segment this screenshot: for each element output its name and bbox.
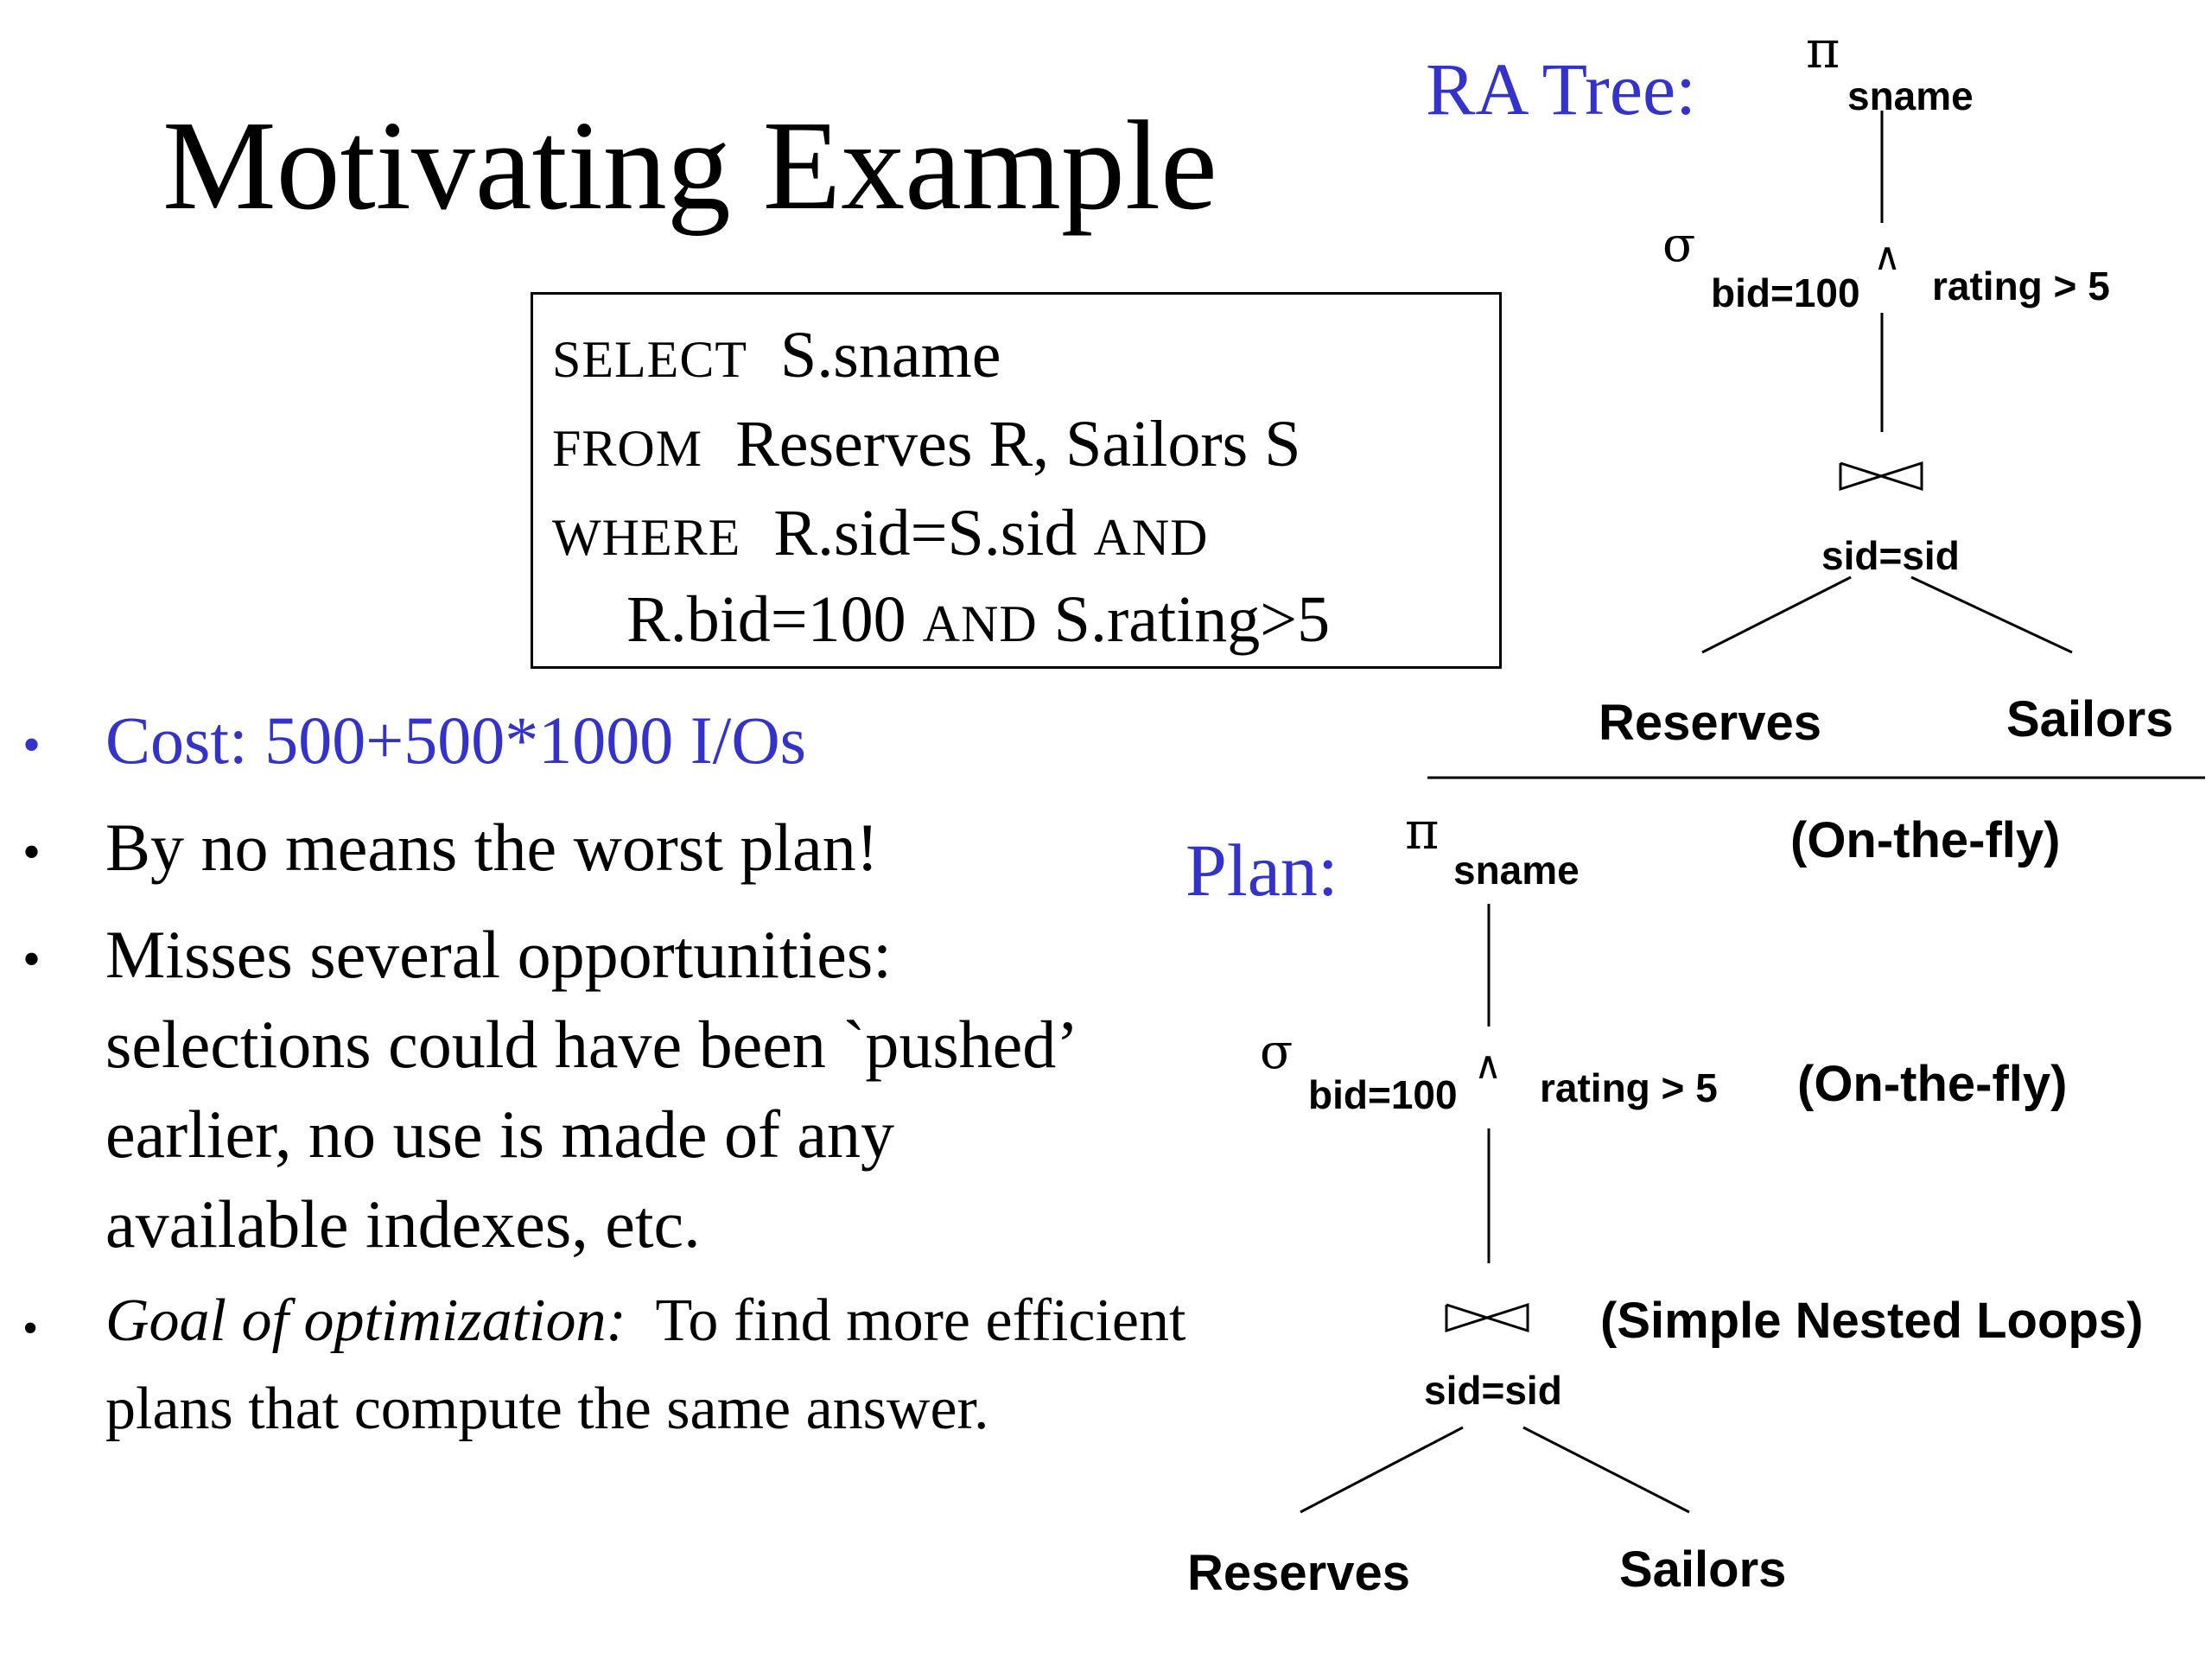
bullet-marker: • xyxy=(22,823,41,880)
plan-join-note: (Simple Nested Loops) xyxy=(1600,1293,2144,1349)
ra-tree-heading: RA Tree: xyxy=(1426,48,1697,130)
ra-leaf-reserves: Reserves xyxy=(1599,695,1821,751)
sql-bid-condition: R.bid=100 xyxy=(626,583,906,656)
plan-edge-join-right xyxy=(1522,1426,1690,1514)
ra-select-symbol: σ xyxy=(1662,217,1696,273)
bullet-misses-line-4: available indexes, etc. xyxy=(105,1186,701,1262)
plan-join-cond: sid=sid xyxy=(1424,1368,1562,1413)
ra-leaf-sailors: Sailors xyxy=(2006,691,2174,747)
bullet-cost: Cost: 500+500*1000 I/Os xyxy=(105,702,807,778)
plan-select-cond-left: bid=100 xyxy=(1308,1072,1458,1117)
plan-heading: Plan: xyxy=(1185,829,1338,912)
ra-and-symbol: ∧ xyxy=(1873,235,1902,279)
bullet-marker: • xyxy=(22,1304,39,1353)
bullet-goal-line-1: Goal of optimization: To find more effic… xyxy=(105,1291,1185,1351)
ra-select-cond-right: rating > 5 xyxy=(1932,264,2110,308)
sql-line-where: WHERE R.sid=S.sid AND xyxy=(552,500,1208,566)
bullet-not-worst: By no means the worst plan! xyxy=(105,810,879,885)
goal-text: To find more efficient xyxy=(626,1287,1186,1354)
bullet-misses-line-2: selections could have been `pushed’ xyxy=(105,1007,1079,1082)
plan-select-symbol: σ xyxy=(1260,1024,1294,1080)
plan-project-note: (On-the-fly) xyxy=(1790,812,2061,868)
sql-line-from: FROM Reserves R, Sailors S xyxy=(552,411,1301,477)
plan-project-attr: sname xyxy=(1453,848,1580,893)
goal-label: Goal of optimization: xyxy=(105,1287,626,1354)
plan-leaf-reserves: Reserves xyxy=(1187,1545,1410,1601)
ra-select-cond-left: bid=100 xyxy=(1711,270,1860,315)
bullet-marker: • xyxy=(22,931,41,988)
plan-and-symbol: ∧ xyxy=(1474,1044,1503,1088)
ra-edge-join-left xyxy=(1701,575,1852,654)
sql-line-conditions: R.bid=100 AND S.rating>5 xyxy=(626,587,1330,652)
sql-query-box: SELECT S.sname FROM Reserves R, Sailors … xyxy=(531,292,1502,669)
sql-select-expr: S.sname xyxy=(780,319,1001,391)
ra-project-attr: sname xyxy=(1847,73,1974,118)
ra-project-symbol: π xyxy=(1806,20,1840,80)
sql-keyword-and: AND xyxy=(1093,509,1209,566)
plan-leaf-sailors: Sailors xyxy=(1619,1541,1787,1598)
plan-project-symbol: π xyxy=(1405,801,1440,861)
sql-where-expr: R.sid=S.sid xyxy=(773,497,1077,569)
plan-select-cond-right: rating > 5 xyxy=(1540,1065,1718,1110)
sql-rating-condition: S.rating>5 xyxy=(1053,583,1331,656)
sql-keyword-from: FROM xyxy=(552,420,703,477)
ra-join-symbol xyxy=(1839,461,1923,492)
sql-from-expr: Reserves R, Sailors S xyxy=(735,408,1301,480)
sql-keyword-and: AND xyxy=(922,595,1038,652)
plan-edge-join-left xyxy=(1300,1426,1464,1514)
ra-edge-join-right xyxy=(1910,575,2073,654)
slide-title: Motivating Example xyxy=(162,95,1217,237)
plan-join-symbol xyxy=(1445,1302,1529,1333)
bullet-misses-line-1: Misses several opportunities: xyxy=(105,917,892,992)
bullet-misses-line-3: earlier, no use is made of any xyxy=(105,1096,895,1172)
sql-line-select: SELECT S.sname xyxy=(552,322,1001,388)
bullet-goal-line-2: plans that compute the same answer. xyxy=(105,1376,989,1442)
bullet-marker: • xyxy=(22,716,41,773)
sql-keyword-select: SELECT xyxy=(552,331,747,388)
sql-keyword-where: WHERE xyxy=(552,509,741,566)
plan-select-note: (On-the-fly) xyxy=(1797,1056,2068,1112)
ra-join-cond: sid=sid xyxy=(1821,533,1960,578)
